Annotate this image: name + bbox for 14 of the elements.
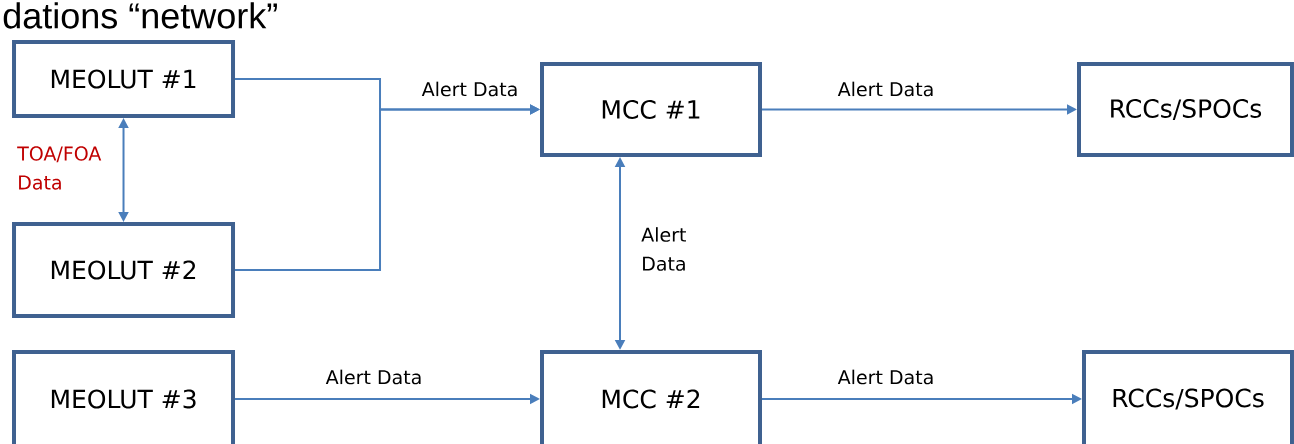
process-box: MEOLUT #3 xyxy=(12,350,235,444)
process-box: MCC #2 xyxy=(540,350,762,444)
heading: dations “network” xyxy=(3,2,277,29)
process-box: MEOLUT #1 xyxy=(12,40,235,118)
edge-label: TOA/FOA Data xyxy=(16,145,114,191)
edge-label: Alert Data xyxy=(324,368,424,386)
edge-label: Alert Data xyxy=(420,80,520,98)
process-box: MEOLUT #2 xyxy=(12,222,235,318)
edge-label: Alert Data xyxy=(836,368,936,386)
process-box: MCC #1 xyxy=(540,62,762,157)
edge-label: Alert Data xyxy=(640,226,703,272)
process-box: RCCs/SPOCs xyxy=(1077,62,1294,157)
edge-label: Alert Data xyxy=(836,80,936,98)
process-box: RCCs/SPOCs xyxy=(1082,350,1294,444)
